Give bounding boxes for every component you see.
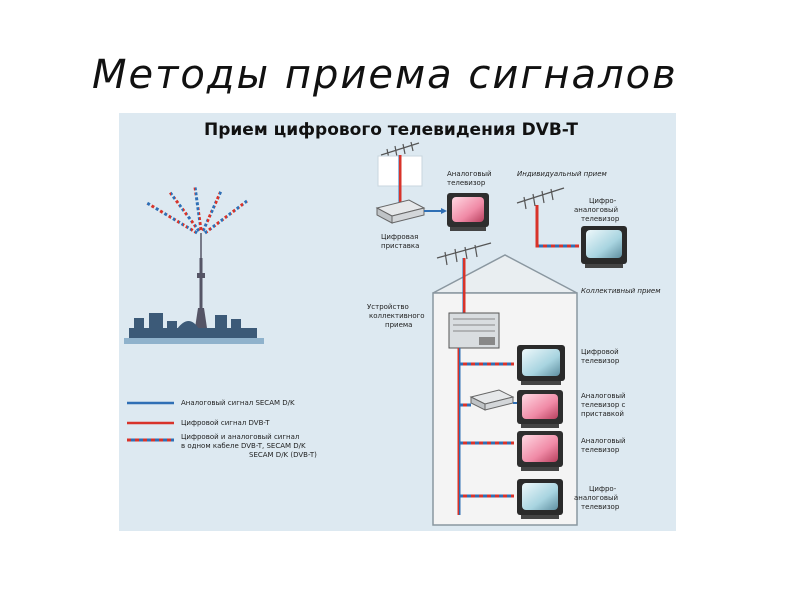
analog-tv-settop-label-1: Аналоговый [581,392,626,400]
settop-box-top [375,199,426,224]
collective-reception-label: Коллективный прием [581,287,661,295]
water [124,338,264,344]
legend: Аналоговый сигнал SECAM D/K Цифровой сиг… [127,399,317,459]
settop-label-2: приставка [381,242,419,250]
arrow-settop-to-tv [441,208,447,214]
digital-analog-tv-bottom-label-3: телевизор [581,503,620,511]
digital-analog-tv-top-label-2: аналоговый [574,206,618,214]
broadcast-tower [195,233,207,328]
digital-analog-tv-top-label-3: телевизор [581,215,620,223]
antenna-collective [436,242,492,266]
analog-tv-bottom [517,431,563,471]
legend-digital-label: Цифровой сигнал DVB-T [181,419,270,427]
digital-tv [517,345,565,385]
dvb-t-diagram: Прием цифрового телевидения DVB-T Аналог… [119,113,676,531]
analog-tv-bottom-label-2: телевизор [581,446,620,454]
digital-analog-tv-top-label-1: Цифро- [589,197,617,205]
collective-device-label-2: коллективного [369,312,425,320]
collective-device [448,312,500,349]
antenna-individual [516,187,565,210]
digital-analog-tv-top [581,226,627,268]
digital-analog-tv-bottom-label-1: Цифро- [589,485,617,493]
collective-device-label-3: приема [385,321,412,329]
digital-tv-label-1: Цифровой [581,348,619,356]
slide-title: Методы приема сигналов [92,52,678,98]
house-roof [432,254,578,294]
analog-tv-top-label-1: Аналоговый [447,170,492,178]
digital-tv-label-2: телевизор [581,357,620,365]
cable-individual [535,205,579,248]
analog-tv-with-settop [517,390,563,428]
legend-mixed-line2: в одном кабеле DVB-T, SECAM D/K [181,442,306,450]
analog-tv-top-label-2: телевизор [447,179,486,187]
antenna-top [380,141,420,160]
digital-analog-tv-bottom-label-2: аналоговый [574,494,618,502]
collective-device-label-1: Устройство [367,303,409,311]
individual-reception-label: Индивидуальный прием [517,170,608,178]
legend-mixed-line3: SECAM D/K (DVB-T) [249,451,317,459]
digital-analog-tv-bottom [517,479,563,519]
analog-tv-bottom-label-1: Аналоговый [581,437,626,445]
figure-title: Прием цифрового телевидения DVB-T [204,120,578,140]
analog-tv-settop-label-3: приставкой [581,410,624,418]
settop-label-1: Цифровая [381,233,418,241]
analog-tv-top [447,193,489,231]
legend-analog-label: Аналоговый сигнал SECAM D/K [181,399,295,407]
signal-waves [146,186,248,235]
analog-tv-settop-label-2: телевизор с [581,401,626,409]
legend-mixed-line1: Цифровой и аналоговый сигнал [181,433,299,441]
